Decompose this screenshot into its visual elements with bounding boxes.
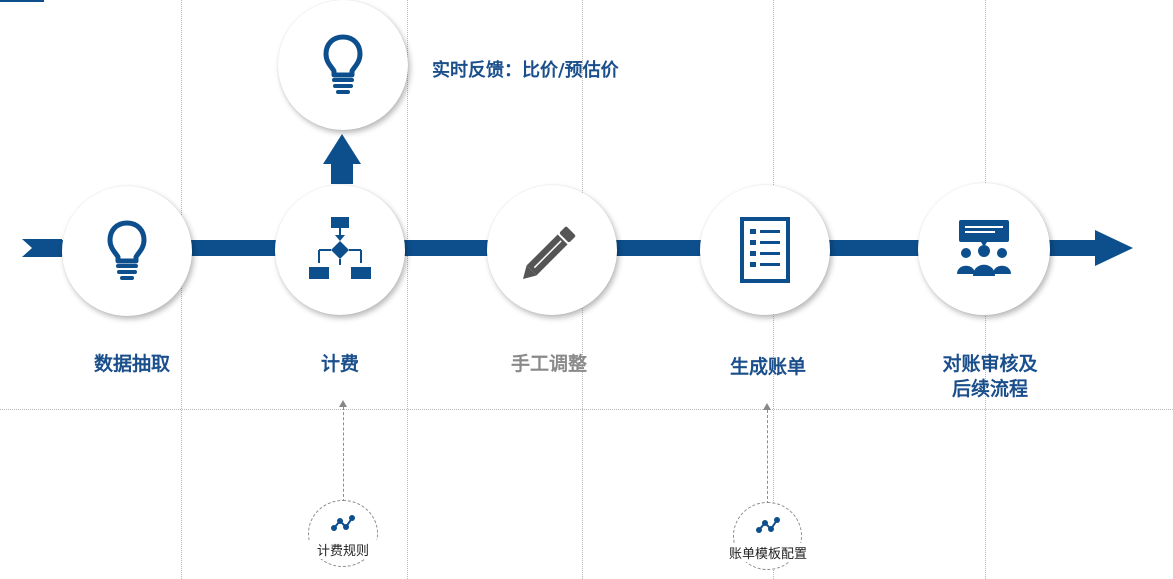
connector-line — [343, 407, 344, 502]
up-arrow-head — [323, 134, 361, 164]
arrow-tail — [22, 239, 62, 257]
network-icon — [755, 517, 780, 533]
sub-node-label-billing-rules: 计费规则 — [306, 540, 380, 559]
step-label-manual-adjust: 手工调整 — [510, 353, 587, 375]
arrow-head — [1095, 230, 1133, 266]
feedback-label: 实时反馈：比价/预估价 — [432, 60, 619, 81]
step-label-reconciliation-line2: 后续流程 — [951, 378, 1028, 400]
grid-line — [0, 409, 1173, 410]
step-label-reconciliation-line1: 对账审核及 — [942, 353, 1038, 375]
step-generate-bill — [700, 185, 830, 315]
flowchart-icon — [309, 217, 371, 279]
connector-arrow — [763, 403, 771, 410]
grid-line — [407, 0, 408, 579]
lightbulb-icon — [323, 34, 363, 94]
step-label-generate-bill: 生成账单 — [729, 356, 806, 378]
meeting-icon — [957, 220, 1011, 276]
step-label-billing: 计费 — [320, 353, 359, 375]
step-label-reconciliation: 对账审核及 后续流程 — [920, 352, 1060, 402]
corner-tab — [0, 0, 44, 2]
network-icon — [331, 515, 355, 531]
lightbulb-icon — [107, 220, 147, 280]
sub-node-label-bill-template: 账单模板配置 — [718, 543, 818, 562]
step-data-extraction — [62, 186, 192, 316]
connector-line — [767, 410, 768, 504]
step-label-data-extraction: 数据抽取 — [93, 353, 170, 375]
connector-arrow — [339, 400, 347, 407]
step-reconciliation — [918, 183, 1050, 315]
feedback-node — [278, 0, 408, 130]
checklist-icon — [740, 217, 790, 283]
step-manual-adjust — [487, 185, 617, 315]
grid-line — [181, 0, 182, 579]
pencil-icon — [523, 226, 576, 279]
up-arrow-shaft — [331, 162, 353, 184]
step-billing — [275, 185, 405, 315]
